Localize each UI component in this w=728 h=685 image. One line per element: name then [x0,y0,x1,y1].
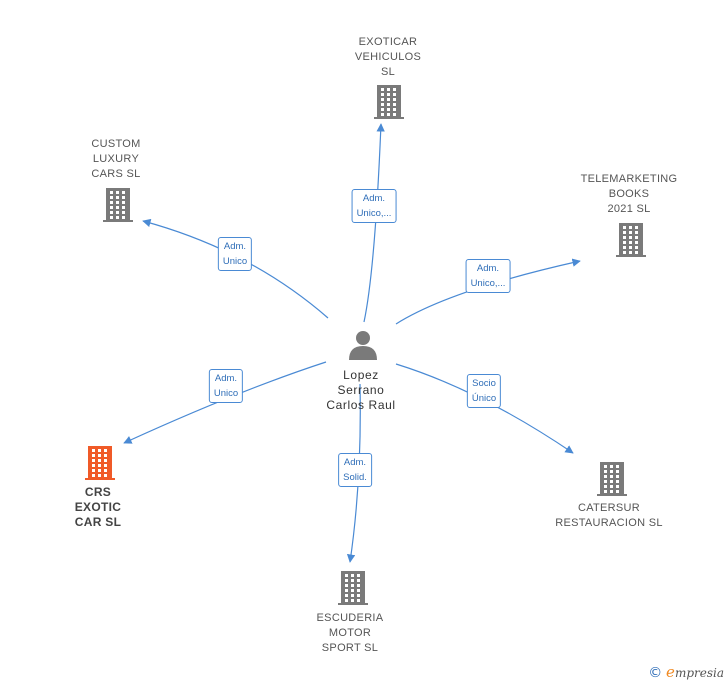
company-label-catersur[interactable]: CATERSUR RESTAURACION SL [555,502,663,529]
company-label-telemarketing[interactable]: TELEMARKETING BOOKS 2021 SL [580,173,678,215]
building-icon-crs-exotic [85,446,115,480]
edge-exoticar [363,123,385,323]
relation-badge-escuderia: Adm. Solid. [338,453,372,487]
company-label-crs-exotic[interactable]: CRS EXOTIC CAR SL [74,485,122,529]
relation-badge-telemarketing: Adm. Unico,... [465,259,511,293]
relation-badge-catersur: Socio Único [466,374,502,408]
building-icon-telemarketing [616,223,646,257]
building-icon-catersur [597,462,627,496]
company-label-custom-luxury[interactable]: CUSTOM LUXURY CARS SL [91,138,141,180]
copyright-symbol: © [648,665,663,681]
company-label-exoticar[interactable]: EXOTICAR VEHICULOS SL [354,36,422,78]
brand-name: mpresia [674,666,724,680]
building-icon-exoticar [374,85,404,119]
center-person-label[interactable]: Lopez Serrano Carlos Raul [326,368,396,412]
relation-badge-exoticar: Adm. Unico,... [351,189,397,223]
brand-initial: e [666,663,675,681]
building-icon-custom-luxury [103,188,133,222]
footer-brand: © empresia [648,663,724,681]
person-icon [349,331,377,360]
relation-badge-crs-exotic: Adm. Unico [208,369,244,403]
relation-badge-custom-luxury: Adm. Unico [217,237,253,271]
company-label-escuderia[interactable]: ESCUDERIA MOTOR SPORT SL [316,612,384,654]
building-icon-escuderia [338,571,368,605]
